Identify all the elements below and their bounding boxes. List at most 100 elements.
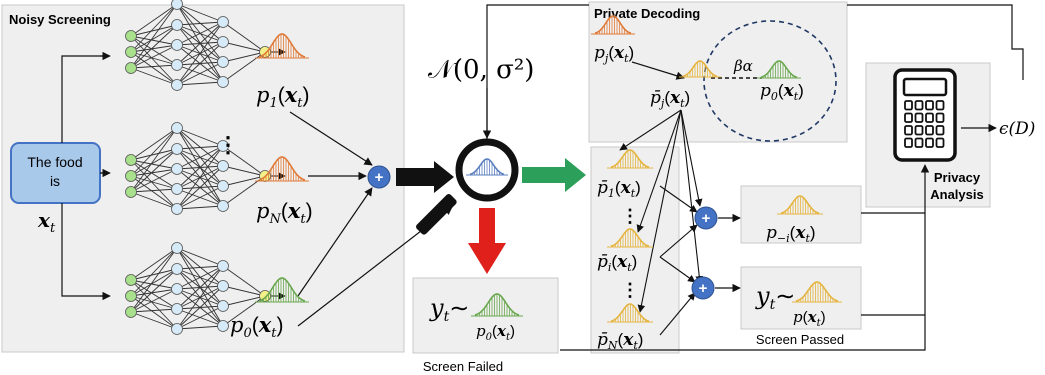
net-node	[217, 260, 229, 272]
dist-pmi-glyph	[777, 195, 823, 215]
net-node	[171, 242, 183, 254]
dashed-circle	[703, 20, 837, 142]
net-node	[171, 323, 183, 335]
net-node	[217, 160, 229, 172]
input-box-line1: The food	[27, 154, 82, 170]
bar-to-plus-arrows	[659, 185, 698, 336]
calc-key	[935, 137, 945, 148]
net-node	[171, 59, 183, 71]
dist-pN-glyph	[255, 156, 309, 182]
net-node	[125, 62, 137, 74]
calc-key	[914, 137, 924, 148]
input-box-line2: is	[50, 173, 60, 189]
bar-list-panel	[590, 146, 680, 354]
net-node	[125, 154, 137, 166]
net-node	[125, 306, 137, 318]
calc-key	[935, 125, 945, 136]
net-node	[217, 16, 229, 28]
noisy-screening-title: Noisy Screening	[9, 12, 111, 27]
dist-p1-glyph	[255, 33, 309, 59]
neural-net-0	[125, 242, 286, 335]
magnifier-icon	[416, 138, 519, 235]
label-pjbar: p̄j(xt)	[650, 88, 690, 110]
beta-alpha-label: βα	[733, 57, 753, 75]
label-pbar-i: p̄i(xt)	[597, 252, 637, 274]
dist-pbarN-glyph	[607, 303, 653, 323]
calculator-icon	[893, 68, 957, 162]
net-node	[171, 79, 183, 91]
net-node	[171, 183, 183, 195]
dist-passed-glyph	[792, 281, 842, 303]
calc-key	[914, 125, 924, 136]
net-node	[171, 203, 183, 215]
net-node	[171, 143, 183, 155]
net-node	[217, 36, 229, 48]
private-decoding-title: Private Decoding	[594, 6, 700, 21]
epsilon-label: ϵ(D)	[999, 119, 1035, 139]
vdots-bar-1: ⋮	[621, 206, 639, 226]
calc-key	[904, 137, 913, 148]
calc-key	[914, 112, 924, 123]
plus-node-main	[367, 165, 391, 189]
calc-key	[925, 125, 934, 136]
vdots-models: ⋮	[217, 132, 239, 157]
dist-failed-glyph	[471, 293, 523, 317]
net-node	[171, 122, 183, 134]
net-node	[125, 274, 137, 286]
arrow-pj-to-pjbar	[631, 61, 685, 80]
dist-pjbar-glyph	[679, 60, 721, 78]
red-block-arrow	[468, 208, 506, 274]
calc-key	[925, 112, 934, 123]
net-node	[217, 300, 229, 312]
net-node	[171, 0, 183, 10]
dist-pbar1-glyph	[607, 149, 653, 169]
green-block-arrow	[522, 158, 586, 192]
privacy-analysis-line1: Privacy	[934, 170, 981, 185]
fanout-arrows	[619, 109, 704, 313]
net-node	[125, 186, 137, 198]
failed-dist: p0(xt)	[476, 322, 515, 343]
net-node	[217, 56, 229, 68]
label-p0: p0(xt)	[230, 312, 284, 341]
private-decoding-panel	[588, 1, 848, 143]
input-var: xt	[37, 208, 56, 236]
screen-failed-caption: Screen Failed	[423, 359, 503, 374]
dist-p0-glyph	[255, 277, 309, 303]
label-p0-decoding: p0(xt)	[760, 81, 804, 103]
calc-key	[935, 100, 945, 111]
black-block-arrow	[396, 161, 454, 193]
label-pbar-N: p̄N(xt)	[597, 330, 643, 352]
screen-passed-caption: Screen Passed	[756, 332, 844, 347]
net-node	[217, 140, 229, 152]
passed-y: yt∼	[755, 282, 795, 313]
loop-line-bottom	[560, 164, 930, 351]
plus-node-lower	[691, 276, 715, 300]
dist-pj-glyph	[591, 15, 635, 35]
plus-node-upper	[694, 206, 718, 230]
plus-lower-label: +	[699, 280, 708, 297]
net-node	[125, 170, 137, 182]
net-node	[171, 39, 183, 51]
net-node	[217, 76, 229, 88]
net-node	[217, 280, 229, 292]
arrow-p0-to-plus	[297, 187, 373, 297]
net-node	[217, 180, 229, 192]
vdots-bar-2: ⋮	[621, 280, 639, 300]
failed-y: yt∼	[429, 294, 469, 325]
neural-net-N	[125, 122, 286, 215]
dist-pbari-glyph	[607, 228, 653, 248]
calc-key	[925, 137, 934, 148]
net-node	[171, 163, 183, 175]
calc-key	[904, 125, 913, 136]
net-node	[125, 30, 137, 42]
net-node	[125, 46, 137, 58]
net-node	[171, 303, 183, 315]
label-pN: pN(xt)	[256, 198, 313, 227]
calc-key	[904, 100, 913, 111]
label-p-minus-i: p−i(xt)	[766, 223, 816, 245]
plus-upper-label: +	[702, 210, 711, 227]
noise-label: 𝒩(0, σ²)	[428, 55, 534, 85]
calc-key	[925, 100, 934, 111]
label-p1: p1(xt)	[256, 82, 310, 111]
